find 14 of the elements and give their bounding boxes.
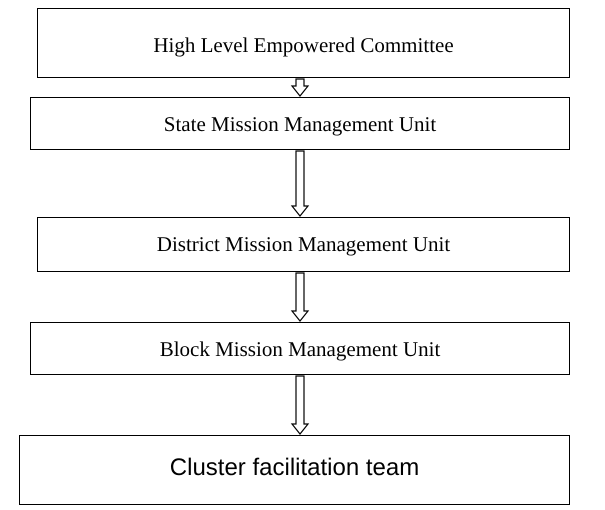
box-label: Cluster facilitation team bbox=[170, 454, 420, 483]
process-box bbox=[30, 97, 570, 150]
process-box bbox=[37, 8, 570, 78]
block-arrow bbox=[290, 272, 310, 322]
box-label: Block Mission Management Unit bbox=[160, 337, 440, 363]
block-arrow bbox=[290, 375, 310, 435]
process-box bbox=[19, 435, 570, 505]
box-label: District Mission Management Unit bbox=[156, 232, 450, 258]
block-arrow bbox=[290, 150, 310, 217]
box-label: State Mission Management Unit bbox=[164, 112, 436, 138]
process-box bbox=[37, 217, 570, 272]
box-label: High Level Empowered Committee bbox=[153, 33, 454, 59]
process-box bbox=[30, 322, 570, 375]
block-arrow bbox=[290, 78, 310, 97]
